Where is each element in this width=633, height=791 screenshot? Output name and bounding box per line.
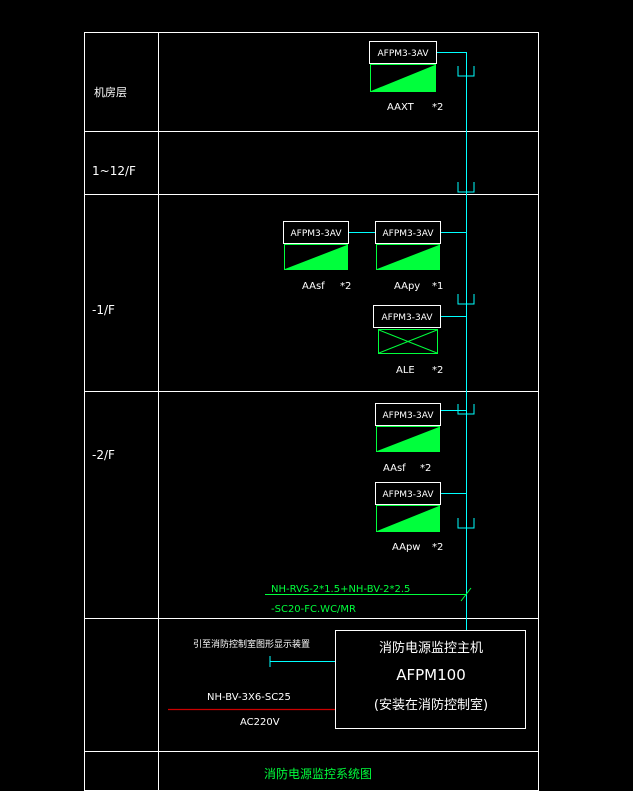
- floor-label-1-12: 1~12/F: [92, 164, 136, 178]
- module-count: *2: [432, 542, 443, 553]
- module-tag: AAsf: [383, 463, 406, 474]
- module-aaxt: AFPM3-3AV AAXT *2: [369, 41, 443, 113]
- module-aapw: AFPM3-3AV AApw *2: [375, 482, 443, 553]
- module-tag: AApw: [392, 542, 421, 553]
- module-aapy: AFPM3-3AV AApy *1: [375, 221, 443, 292]
- module-tag: AAsf: [302, 281, 325, 292]
- power-voltage: AC220V: [240, 717, 280, 728]
- module-count: *1: [432, 281, 443, 292]
- monitoring-bus: [269, 52, 475, 667]
- module-aasf-b1: AFPM3-3AV AAsf *2: [283, 221, 351, 292]
- module-model: AFPM3-3AV: [378, 49, 430, 59]
- module-count: *2: [340, 281, 351, 292]
- module-model: AFPM3-3AV: [291, 229, 343, 239]
- host-title: 消防电源监控主机: [379, 640, 483, 656]
- power-cable-spec: NH-BV-3X6-SC25: [207, 692, 291, 703]
- host-note: (安装在消防控制室): [374, 697, 488, 713]
- host-box: 消防电源监控主机 AFPM100 (安装在消防控制室): [335, 630, 526, 729]
- module-model: AFPM3-3AV: [383, 490, 435, 500]
- module-model: AFPM3-3AV: [382, 313, 434, 323]
- floor-label-b2: -2/F: [92, 448, 115, 462]
- host-model: AFPM100: [396, 666, 466, 684]
- lead-label: 引至消防控制室图形显示装置: [193, 638, 310, 650]
- cable-tick: [460, 587, 472, 602]
- diagram-title: 消防电源监控系统图: [264, 766, 372, 781]
- floor-label-b1: -1/F: [92, 303, 115, 317]
- floor-label-machine-room: 机房层: [94, 85, 127, 99]
- cable-spec-line2: -SC20-FC.WC/MR: [271, 604, 356, 615]
- module-tag: AAXT: [387, 102, 415, 113]
- module-tag: ALE: [396, 365, 415, 376]
- module-tag: AApy: [394, 281, 420, 292]
- module-count: *2: [432, 365, 443, 376]
- module-count: *2: [420, 463, 431, 474]
- cable-spec-line1: NH-RVS-2*1.5+NH-BV-2*2.5: [271, 584, 410, 595]
- module-model: AFPM3-3AV: [383, 229, 435, 239]
- module-aasf-b2: AFPM3-3AV AAsf *2: [375, 403, 441, 474]
- module-model: AFPM3-3AV: [383, 411, 435, 421]
- module-count: *2: [432, 102, 443, 113]
- module-ale: AFPM3-3AV ALE *2: [373, 305, 443, 376]
